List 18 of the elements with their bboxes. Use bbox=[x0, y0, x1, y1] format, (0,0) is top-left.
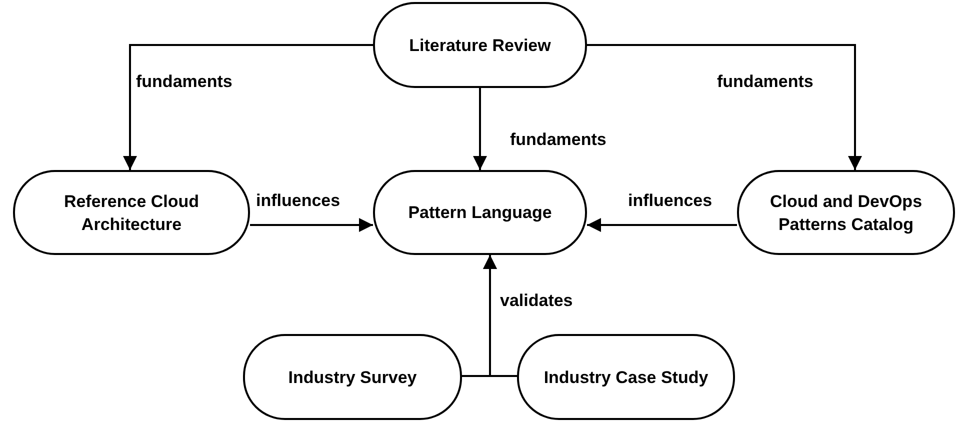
arrow bbox=[483, 255, 517, 377]
node-label: Industry Case Study bbox=[544, 366, 708, 388]
edge-label: fundaments bbox=[136, 72, 232, 92]
edge-label: influences bbox=[256, 191, 340, 211]
arrow bbox=[587, 44, 862, 170]
node-label: Reference Cloud Architecture bbox=[62, 190, 200, 236]
edge-label: fundaments bbox=[510, 130, 606, 150]
node-label: Industry Survey bbox=[288, 366, 417, 388]
edge-label: validates bbox=[500, 291, 573, 311]
node-label: Pattern Language bbox=[408, 202, 552, 224]
edge-label: fundaments bbox=[717, 72, 814, 92]
arrow bbox=[123, 44, 373, 170]
node-label: Cloud and DevOps Patterns Catalog bbox=[768, 190, 924, 236]
arrow bbox=[473, 88, 487, 170]
arrow bbox=[587, 218, 737, 232]
arrow bbox=[250, 218, 373, 232]
edge-label: influences bbox=[628, 191, 712, 211]
node-label: Literature Review bbox=[409, 34, 551, 56]
